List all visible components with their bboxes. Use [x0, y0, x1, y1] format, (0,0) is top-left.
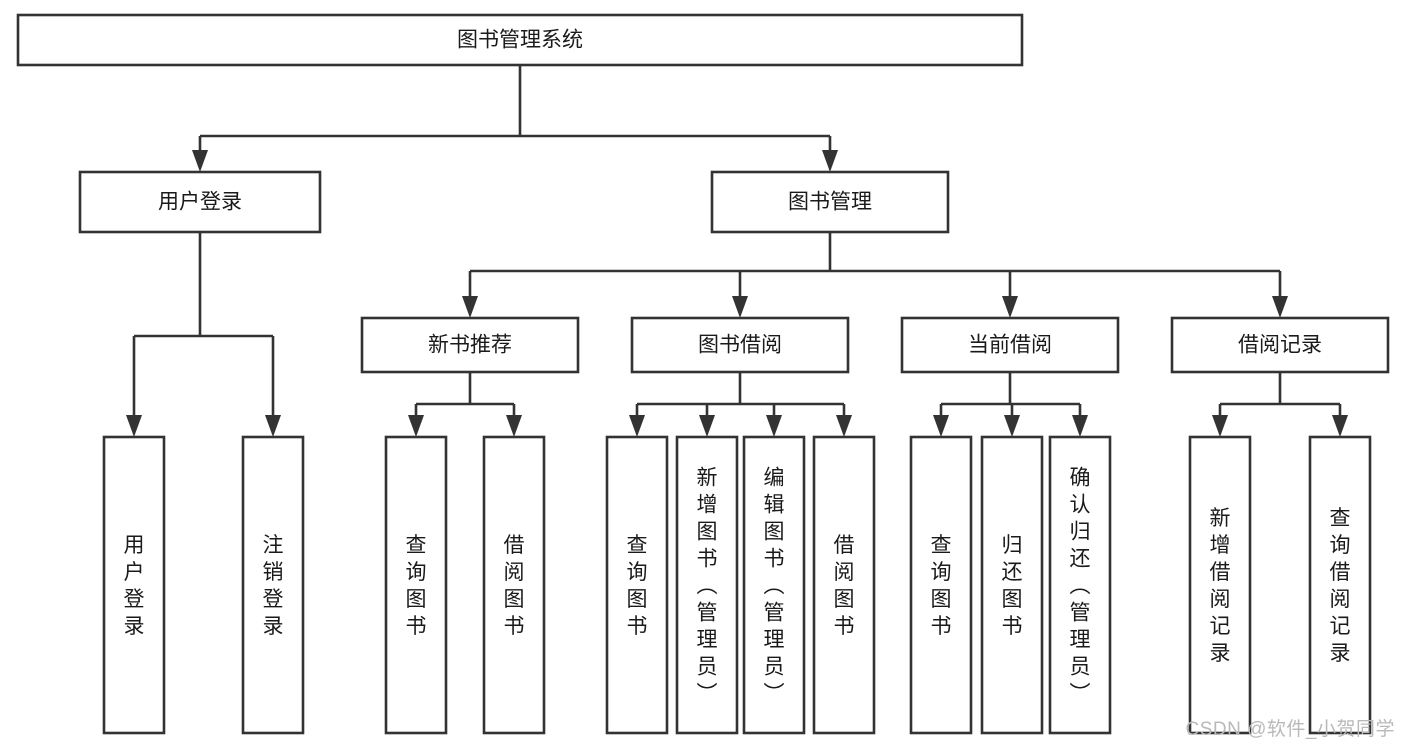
connector-group: [1212, 372, 1348, 437]
node-查询图书[interactable]: 查询图书: [384, 435, 448, 735]
arrow-head-icon: [1272, 296, 1288, 318]
node-用户登录-label: 用户登录: [158, 191, 242, 214]
arrow-head-icon: [933, 415, 949, 437]
node-查询图书-box[interactable]: [384, 435, 448, 735]
connector-group: [933, 372, 1088, 437]
arrow-head-icon: [1332, 415, 1348, 437]
node-图书管理系统[interactable]: 图书管理系统: [16, 13, 1024, 67]
connector-layer: [126, 65, 1348, 437]
node-查询借阅记录-box[interactable]: [1308, 435, 1372, 735]
node-查询借阅记录[interactable]: 查询借阅记录: [1308, 435, 1372, 735]
arrow-head-icon: [699, 415, 715, 437]
node-图书管理系统-label: 图书管理系统: [457, 29, 583, 52]
node-归还图书[interactable]: 归还图书: [980, 435, 1044, 735]
arrow-head-icon: [822, 150, 838, 172]
node-图书借阅-box[interactable]: [630, 316, 850, 374]
node-新书推荐[interactable]: 新书推荐: [360, 316, 580, 374]
node-当前借阅[interactable]: 当前借阅: [900, 316, 1120, 374]
node-借阅记录[interactable]: 借阅记录: [1170, 316, 1390, 374]
node-注销登录-box[interactable]: [241, 435, 305, 735]
arrow-head-icon: [1072, 415, 1088, 437]
node-归还图书-box[interactable]: [980, 435, 1044, 735]
connector-group: [126, 232, 281, 437]
node-新书推荐-box[interactable]: [360, 316, 580, 374]
arrow-head-icon: [629, 415, 645, 437]
node-查询借阅记录-label: 查询借阅记录: [1330, 507, 1351, 665]
connector-group: [629, 372, 852, 437]
node-新增借阅记录-box[interactable]: [1188, 435, 1252, 735]
node-图书管理[interactable]: 图书管理: [710, 170, 950, 234]
node-图书管理-label: 图书管理: [788, 191, 872, 214]
node-编辑图书管理员-label: 编辑图书︵管理员︶: [764, 467, 785, 706]
node-用户登录-label: 用户登录: [124, 534, 145, 638]
arrow-head-icon: [836, 415, 852, 437]
node-借阅记录-label: 借阅记录: [1238, 334, 1322, 357]
connector-group: [192, 65, 838, 172]
node-图书借阅-label: 图书借阅: [698, 334, 782, 357]
node-借阅图书-box[interactable]: [812, 435, 876, 735]
node-借阅图书-box[interactable]: [482, 435, 546, 735]
node-确认归还管理员-box[interactable]: [1048, 435, 1112, 735]
node-编辑图书管理员[interactable]: 编辑图书︵管理员︶: [742, 435, 806, 735]
node-查询图书-label: 查询图书: [627, 534, 648, 638]
node-确认归还管理员[interactable]: 确认归还︵管理员︶: [1048, 435, 1112, 735]
node-图书借阅[interactable]: 图书借阅: [630, 316, 850, 374]
arrow-head-icon: [1004, 415, 1020, 437]
node-查询图书[interactable]: 查询图书: [605, 435, 669, 735]
arrow-head-icon: [732, 296, 748, 318]
node-当前借阅-box[interactable]: [900, 316, 1120, 374]
node-查询图书-box[interactable]: [605, 435, 669, 735]
node-借阅图书-label: 借阅图书: [504, 534, 525, 638]
node-图书管理系统-box[interactable]: [16, 13, 1024, 67]
node-新书推荐-label: 新书推荐: [428, 334, 512, 357]
node-用户登录-box[interactable]: [78, 170, 322, 234]
node-查询图书-label: 查询图书: [931, 534, 952, 638]
node-查询图书-label: 查询图书: [406, 534, 427, 638]
node-当前借阅-label: 当前借阅: [968, 334, 1052, 357]
node-新增借阅记录-label: 新增借阅记录: [1210, 507, 1231, 665]
connector-group: [408, 372, 522, 437]
node-新增图书管理员-box[interactable]: [675, 435, 739, 735]
arrow-head-icon: [1212, 415, 1228, 437]
node-借阅记录-box[interactable]: [1170, 316, 1390, 374]
connector-group: [462, 232, 1288, 318]
node-查询图书[interactable]: 查询图书: [909, 435, 973, 735]
arrow-head-icon: [766, 415, 782, 437]
node-新增借阅记录[interactable]: 新增借阅记录: [1188, 435, 1252, 735]
node-用户登录[interactable]: 用户登录: [78, 170, 322, 234]
node-新增图书管理员[interactable]: 新增图书︵管理员︶: [675, 435, 739, 735]
node-注销登录-label: 注销登录: [263, 534, 284, 638]
node-借阅图书[interactable]: 借阅图书: [482, 435, 546, 735]
node-layer: 图书管理系统用户登录图书管理新书推荐图书借阅当前借阅借阅记录用户登录注销登录查询…: [16, 13, 1390, 735]
node-新增图书管理员-label: 新增图书︵管理员︶: [697, 467, 718, 706]
arrow-head-icon: [462, 296, 478, 318]
arrow-head-icon: [192, 150, 208, 172]
node-图书管理-box[interactable]: [710, 170, 950, 234]
node-用户登录-box[interactable]: [102, 435, 166, 735]
node-确认归还管理员-label: 确认归还︵管理员︶: [1070, 467, 1091, 706]
node-归还图书-label: 归还图书: [1002, 534, 1023, 638]
arrow-head-icon: [265, 415, 281, 437]
arrow-head-icon: [506, 415, 522, 437]
arrow-head-icon: [1002, 296, 1018, 318]
arrow-head-icon: [126, 415, 142, 437]
node-查询图书-box[interactable]: [909, 435, 973, 735]
node-编辑图书管理员-box[interactable]: [742, 435, 806, 735]
node-借阅图书-label: 借阅图书: [834, 534, 855, 638]
node-用户登录[interactable]: 用户登录: [102, 435, 166, 735]
node-借阅图书[interactable]: 借阅图书: [812, 435, 876, 735]
node-注销登录[interactable]: 注销登录: [241, 435, 305, 735]
arrow-head-icon: [408, 415, 424, 437]
